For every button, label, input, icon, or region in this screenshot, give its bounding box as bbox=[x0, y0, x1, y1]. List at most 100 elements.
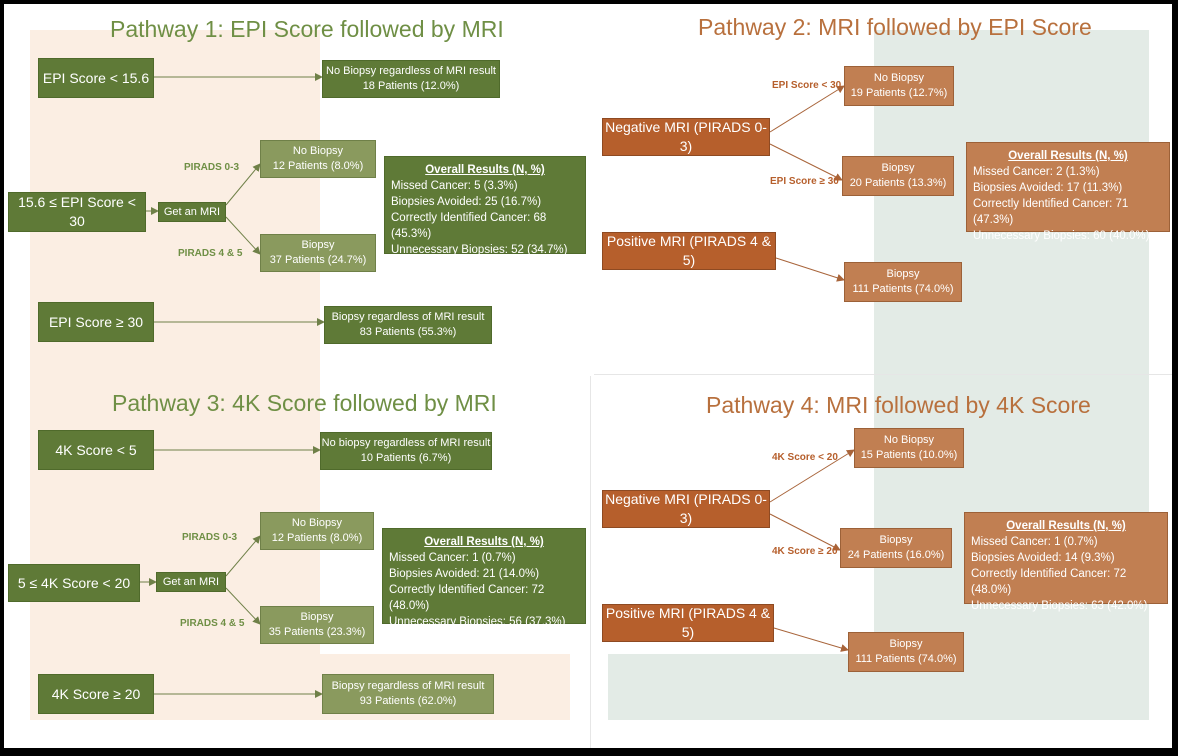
pathway3-title: Pathway 3: 4K Score followed by MRI bbox=[112, 390, 497, 416]
p3-outcome-3-label: Biopsy regardless of MRI result bbox=[331, 680, 485, 693]
p3-outcome-no-biopsy: No Biopsy 12 Patients (8.0%) bbox=[260, 512, 374, 550]
p4-outcome-no-biopsy: No Biopsy 15 Patients (10.0%) bbox=[854, 428, 964, 468]
p2-outcome-b-count: 20 Patients (13.3%) bbox=[849, 177, 947, 189]
p1-label-pirads-high: PIRADS 4 & 5 bbox=[178, 248, 243, 259]
p3-arrow-2a bbox=[225, 535, 261, 577]
pathway1-title: Pathway 1: EPI Score followed by MRI bbox=[110, 16, 504, 42]
p3-outcome-2a-label: No Biopsy bbox=[291, 517, 343, 530]
p1-outcome-3-count: 83 Patients (55.3%) bbox=[359, 326, 457, 338]
p2-outcome-pos-label: Biopsy bbox=[886, 268, 920, 281]
p4-outcome-pos-count: 111 Patients (74.0%) bbox=[855, 653, 957, 665]
p3-overall-results: Overall Results (N, %) Missed Cancer: 1 … bbox=[382, 528, 586, 628]
p2-results-heading: Overall Results (N, %) bbox=[1008, 150, 1128, 162]
p2-positive-mri: Positive MRI (PIRADS 4 & 5) bbox=[602, 232, 776, 270]
p1-start-epi-mid: 15.6 ≤ EPI Score < 30 bbox=[8, 192, 146, 232]
p3-outcome-biopsy-all: Biopsy regardless of MRI result 93 Patie… bbox=[322, 674, 494, 714]
p1-outcome-no-biopsy: No Biopsy 12 Patients (8.0%) bbox=[260, 140, 376, 178]
p3-get-mri: Get an MRI bbox=[156, 572, 226, 592]
p4-results-line-1: Missed Cancer: 1 (0.7%) bbox=[971, 536, 1098, 549]
p1-outcome-1-count: 18 Patients (12.0%) bbox=[362, 80, 460, 92]
p1-arrow-2b bbox=[225, 216, 261, 255]
p2-outcome-pos-count: 111 Patients (74.0%) bbox=[852, 283, 954, 295]
p1-outcome-2a-count: 12 Patients (8.0%) bbox=[272, 160, 364, 172]
p3-arrow-2b bbox=[225, 587, 261, 625]
p1-outcome-2b-count: 37 Patients (24.7%) bbox=[269, 254, 367, 266]
p1-outcome-1-label: No Biopsy regardless of MRI result bbox=[326, 65, 496, 78]
p4-arrow-pos bbox=[773, 627, 849, 652]
p4-results-line-2: Biopsies Avoided: 14 (9.3%) bbox=[971, 552, 1115, 565]
p4-outcome-pos-biopsy: Biopsy 111 Patients (74.0%) bbox=[848, 632, 964, 672]
p3-outcome-2b-count: 35 Patients (23.3%) bbox=[268, 626, 366, 638]
p3-outcome-2b-label: Biopsy bbox=[300, 611, 334, 624]
p2-outcome-biopsy: Biopsy 20 Patients (13.3%) bbox=[842, 156, 954, 196]
p1-results-line-1: Missed Cancer: 5 (3.3%) bbox=[391, 180, 518, 193]
p4-outcome-a-count: 15 Patients (10.0%) bbox=[860, 449, 958, 461]
p1-arrow-2a bbox=[225, 163, 261, 206]
p1-outcome-no-biopsy-all: No Biopsy regardless of MRI result 18 Pa… bbox=[322, 60, 500, 98]
p1-outcome-biopsy-all: Biopsy regardless of MRI result 83 Patie… bbox=[324, 306, 492, 344]
p2-results-line-3: Correctly Identified Cancer: 71 (47.3%) bbox=[973, 198, 1129, 227]
p2-arrow-pos bbox=[775, 257, 845, 282]
p2-outcome-a-label: No Biopsy bbox=[873, 72, 925, 85]
p2-outcome-pos-biopsy: Biopsy 111 Patients (74.0%) bbox=[844, 262, 962, 302]
pathway4-title: Pathway 4: MRI followed by 4K Score bbox=[706, 392, 1091, 418]
p4-negative-mri: Negative MRI (PIRADS 0-3) bbox=[602, 490, 770, 528]
connector-lines bbox=[140, 73, 855, 698]
p2-label-epi-high: EPI Score ≥ 30 bbox=[770, 176, 839, 187]
p4-outcome-b-count: 24 Patients (16.0%) bbox=[847, 549, 945, 561]
p3-outcome-1-label: No biopsy regardless of MRI result bbox=[321, 437, 491, 450]
pathway2-title: Pathway 2: MRI followed by EPI Score bbox=[698, 14, 1092, 40]
p4-results-heading: Overall Results (N, %) bbox=[1006, 520, 1126, 532]
p4-overall-results: Overall Results (N, %) Missed Cancer: 1 … bbox=[964, 512, 1168, 612]
p1-results-line-3: Correctly Identified Cancer: 68 (45.3%) bbox=[391, 212, 547, 241]
p3-results-line-1: Missed Cancer: 1 (0.7%) bbox=[389, 552, 516, 565]
p1-outcome-3-label: Biopsy regardless of MRI result bbox=[331, 311, 485, 324]
p3-outcome-1-count: 10 Patients (6.7%) bbox=[360, 452, 452, 464]
p3-start-4k-high: 4K Score ≥ 20 bbox=[38, 674, 154, 714]
p1-start-epi-low: EPI Score < 15.6 bbox=[38, 58, 154, 98]
p4-positive-mri: Positive MRI (PIRADS 4 & 5) bbox=[602, 604, 774, 642]
p3-label-pirads-high: PIRADS 4 & 5 bbox=[180, 618, 245, 629]
p3-results-heading: Overall Results (N, %) bbox=[424, 536, 544, 548]
p4-results-line-4: Unnecessary Biopsies: 63 (42.0%) bbox=[971, 600, 1148, 613]
p3-results-line-4: Unnecessary Biopsies: 56 (37.3%) bbox=[389, 616, 566, 629]
figure-canvas: Pathway 1: EPI Score followed by MRI EPI… bbox=[4, 4, 1172, 748]
p1-overall-results: Overall Results (N, %) Missed Cancer: 5 … bbox=[384, 156, 586, 256]
p4-outcome-a-label: No Biopsy bbox=[883, 434, 935, 447]
p3-results-line-3: Correctly Identified Cancer: 72 (48.0%) bbox=[389, 584, 545, 613]
p1-outcome-2a-label: No Biopsy bbox=[292, 145, 344, 158]
p1-results-line-2: Biopsies Avoided: 25 (16.7%) bbox=[391, 196, 542, 209]
p3-results-line-2: Biopsies Avoided: 21 (14.0%) bbox=[389, 568, 540, 581]
p4-label-4k-high: 4K Score ≥ 20 bbox=[772, 546, 838, 557]
p3-outcome-no-biopsy-all: No biopsy regardless of MRI result 10 Pa… bbox=[320, 432, 492, 470]
p2-results-line-4: Unnecessary Biopsies: 60 (40.0%) bbox=[973, 230, 1150, 243]
p2-overall-results: Overall Results (N, %) Missed Cancer: 2 … bbox=[966, 142, 1170, 242]
p2-outcome-b-label: Biopsy bbox=[881, 162, 915, 175]
p2-negative-mri: Negative MRI (PIRADS 0-3) bbox=[602, 118, 770, 156]
p4-results-line-3: Correctly Identified Cancer: 72 (48.0%) bbox=[971, 568, 1127, 597]
divider-horizontal bbox=[594, 374, 1172, 375]
p2-label-epi-low: EPI Score < 30 bbox=[772, 80, 842, 91]
p2-arrow-a bbox=[769, 85, 845, 133]
p2-outcome-no-biopsy: No Biopsy 19 Patients (12.7%) bbox=[844, 66, 954, 106]
p4-outcome-pos-label: Biopsy bbox=[889, 638, 923, 651]
p3-outcome-biopsy: Biopsy 35 Patients (23.3%) bbox=[260, 606, 374, 644]
p3-start-4k-low: 4K Score < 5 bbox=[38, 430, 154, 470]
p2-outcome-a-count: 19 Patients (12.7%) bbox=[850, 87, 948, 99]
p4-arrow-b bbox=[769, 513, 841, 551]
p3-outcome-2a-count: 12 Patients (8.0%) bbox=[271, 532, 363, 544]
p2-results-line-1: Missed Cancer: 2 (1.3%) bbox=[973, 166, 1100, 179]
p3-start-4k-mid: 5 ≤ 4K Score < 20 bbox=[8, 564, 140, 602]
p1-get-mri: Get an MRI bbox=[158, 202, 226, 222]
p4-label-4k-low: 4K Score < 20 bbox=[772, 452, 838, 463]
p4-arrow-a bbox=[769, 449, 855, 503]
p2-arrow-b bbox=[769, 143, 843, 181]
p4-outcome-b-label: Biopsy bbox=[879, 534, 913, 547]
p1-results-line-4: Unnecessary Biopsies: 52 (34.7%) bbox=[391, 244, 568, 257]
p1-results-heading: Overall Results (N, %) bbox=[425, 164, 545, 176]
p4-outcome-biopsy: Biopsy 24 Patients (16.0%) bbox=[840, 528, 952, 568]
p1-outcome-2b-label: Biopsy bbox=[301, 239, 335, 252]
divider-vertical bbox=[590, 376, 591, 748]
p3-outcome-3-count: 93 Patients (62.0%) bbox=[359, 695, 457, 707]
p2-results-line-2: Biopsies Avoided: 17 (11.3%) bbox=[973, 182, 1123, 195]
